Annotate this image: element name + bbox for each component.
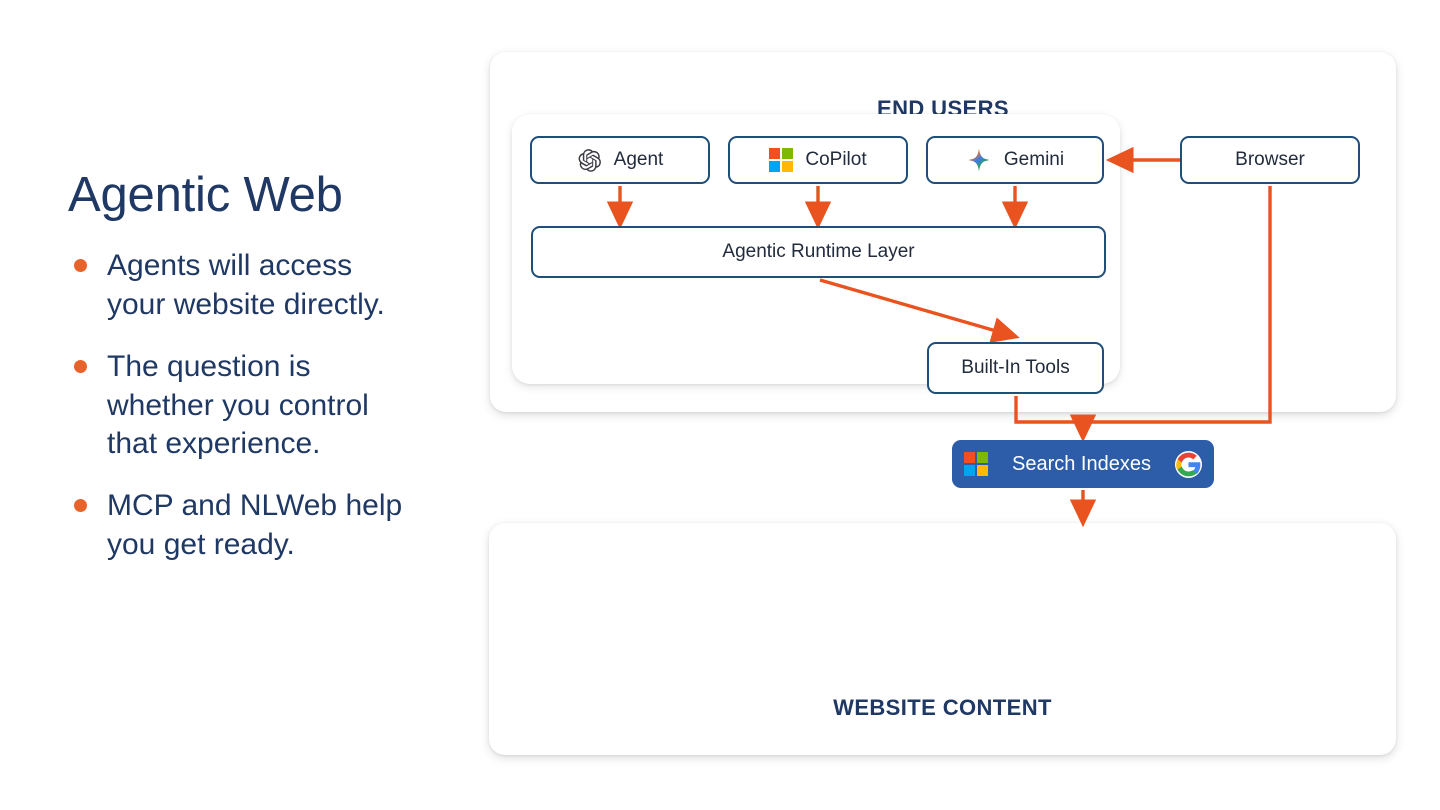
node-browser[interactable]: Browser — [1180, 136, 1360, 184]
openai-icon — [577, 148, 602, 173]
bullet-text: Agents will access your website directly… — [107, 249, 385, 321]
left-text-column: Agentic Web Agents will access your webs… — [68, 168, 448, 588]
node-agent-label: Agent — [613, 149, 664, 170]
node-agentic-runtime-layer[interactable]: Agentic Runtime Layer — [531, 226, 1106, 278]
node-runtime-label: Agentic Runtime Layer — [722, 241, 915, 262]
list-item: Agents will access your website directly… — [68, 247, 448, 324]
bullet-dot-icon — [74, 499, 87, 513]
list-item: MCP and NLWeb help you get ready. — [68, 487, 448, 564]
node-browser-label: Browser — [1235, 149, 1305, 170]
node-agent[interactable]: Agent — [530, 136, 710, 184]
architecture-diagram: END USERS WEBSITE CONTENT — [470, 30, 1420, 790]
node-tools-label: Built-In Tools — [961, 357, 1070, 378]
node-copilot-label: CoPilot — [805, 149, 867, 170]
microsoft-icon — [964, 452, 988, 476]
bullet-text: The question is whether you control that… — [107, 350, 369, 460]
node-copilot[interactable]: CoPilot — [728, 136, 908, 184]
node-search-indexes-label: Search Indexes — [1012, 452, 1151, 475]
website-content-title: WEBSITE CONTENT — [833, 695, 1052, 720]
bullet-text: MCP and NLWeb help you get ready. — [107, 489, 403, 561]
google-g-icon — [1175, 450, 1202, 478]
node-gemini-label: Gemini — [1003, 149, 1065, 170]
node-search-indexes[interactable]: Search Indexes — [952, 440, 1214, 488]
website-content-card: WEBSITE CONTENT — [489, 523, 1396, 755]
microsoft-icon — [769, 148, 794, 172]
bullet-dot-icon — [74, 259, 87, 273]
node-built-in-tools[interactable]: Built-In Tools — [927, 342, 1104, 394]
bullet-dot-icon — [74, 360, 87, 374]
node-gemini[interactable]: Gemini — [926, 136, 1104, 184]
list-item: The question is whether you control that… — [68, 348, 448, 463]
gemini-sparkle-icon — [966, 147, 992, 173]
page-title: Agentic Web — [68, 168, 343, 222]
